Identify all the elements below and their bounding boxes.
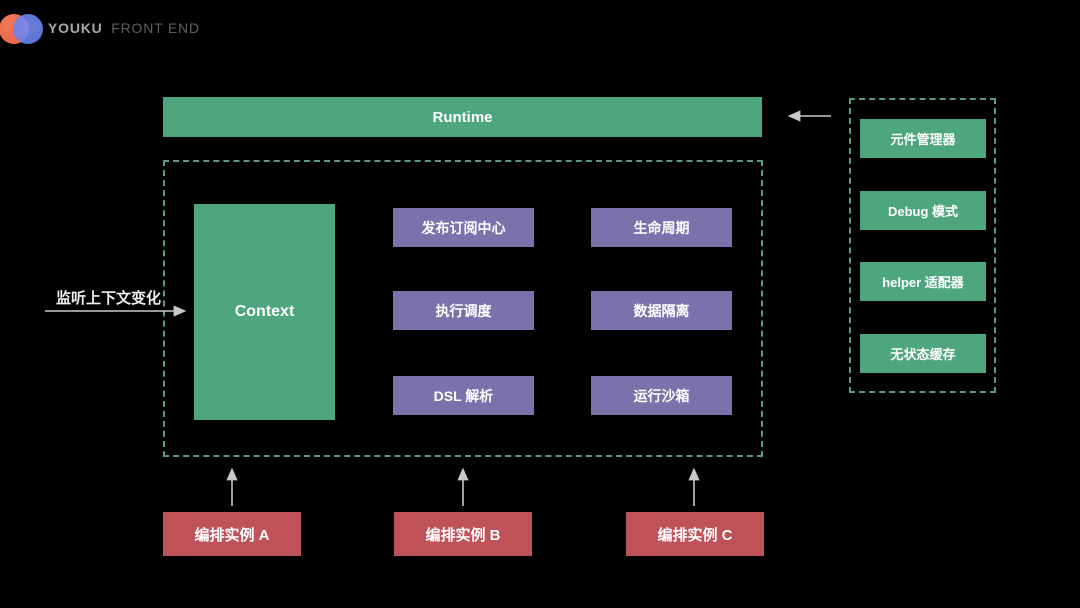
youku-logo-icon <box>0 13 46 45</box>
instance-a-box: 编排实例 A <box>163 512 301 556</box>
brand-suffix: FRONT END <box>111 20 200 36</box>
side-module-helper-adapter: helper 适配器 <box>860 262 986 301</box>
module-data-isolation: 数据隔离 <box>591 291 732 330</box>
module-run-sandbox: 运行沙箱 <box>591 376 732 415</box>
core-panel-dashed-container <box>163 160 763 457</box>
side-module-stateless-cache: 无状态缓存 <box>860 334 986 373</box>
module-lifecycle: 生命周期 <box>591 208 732 247</box>
module-pubsub-center: 发布订阅中心 <box>393 208 534 247</box>
side-panel-dashed-container <box>849 98 996 393</box>
brand-header: YOUKU FRONT END <box>0 0 300 56</box>
context-box: Context <box>194 204 335 420</box>
instance-c-box: 编排实例 C <box>626 512 764 556</box>
instance-b-box: 编排实例 B <box>394 512 532 556</box>
brand-name: YOUKU <box>48 20 103 36</box>
context-listener-label: 监听上下文变化 <box>56 290 162 307</box>
side-module-debug-mode: Debug 模式 <box>860 191 986 230</box>
logo-circle-blue-icon <box>13 14 43 44</box>
side-module-component-manager: 元件管理器 <box>860 119 986 158</box>
brand-title: YOUKU FRONT END <box>48 20 200 36</box>
module-dsl-parsing: DSL 解析 <box>393 376 534 415</box>
runtime-bar: Runtime <box>163 97 762 137</box>
module-execution-scheduling: 执行调度 <box>393 291 534 330</box>
